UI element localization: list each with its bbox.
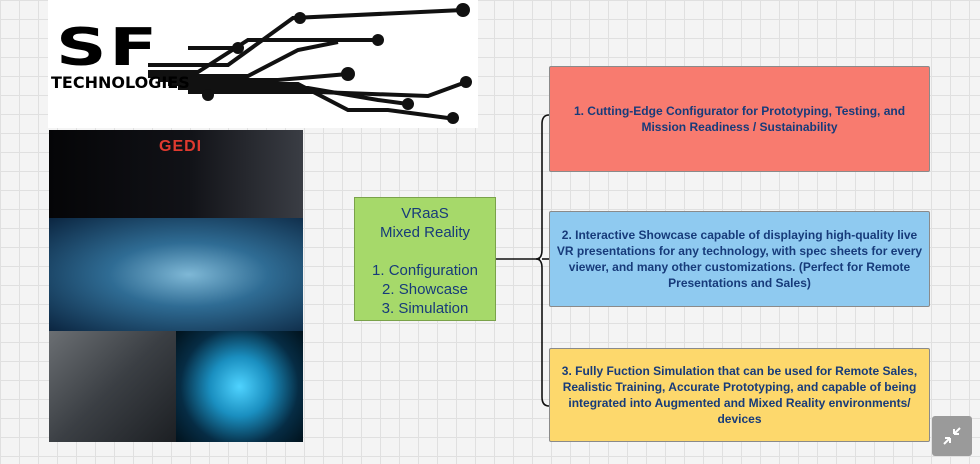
- collapse-arrows-icon: [943, 427, 961, 445]
- center-node-item: 3. Simulation: [381, 300, 469, 317]
- center-node[interactable]: VRaaS Mixed Reality 1. Configuration 2. …: [354, 197, 496, 321]
- branch-node-simulation[interactable]: 3. Fully Fuction Simulation that can be …: [549, 348, 930, 442]
- logo-subtitle: TECHNOLOGIES: [51, 73, 190, 92]
- center-node-item: 1. Configuration: [372, 262, 478, 279]
- branch-node-text: 3. Fully Fuction Simulation that can be …: [561, 364, 918, 426]
- center-node-title: VRaaS: [401, 205, 449, 222]
- branch-node-configuration[interactable]: 1. Cutting-Edge Configurator for Prototy…: [549, 66, 930, 172]
- haptic-glove-image: GEDI: [49, 130, 303, 218]
- soldier-image: [49, 331, 176, 442]
- branch-node-text: 1. Cutting-Edge Configurator for Prototy…: [573, 104, 906, 134]
- center-node-spacer: [355, 242, 495, 261]
- circuit-logo-graphic: [148, 3, 472, 124]
- digital-globe-image: [176, 331, 303, 442]
- vr-headset-image: [49, 218, 303, 331]
- branch-node-showcase[interactable]: 2. Interactive Showcase capable of displ…: [549, 211, 930, 307]
- collapse-button[interactable]: [932, 416, 972, 456]
- vr-photo-collage: GEDI: [49, 130, 303, 442]
- logo-title: SF: [56, 18, 160, 78]
- center-node-subtitle: Mixed Reality: [379, 224, 471, 241]
- photo-brand-text: GEDI: [159, 138, 203, 155]
- branch-node-text: 2. Interactive Showcase capable of displ…: [556, 228, 923, 290]
- center-node-item: 2. Showcase: [382, 281, 468, 298]
